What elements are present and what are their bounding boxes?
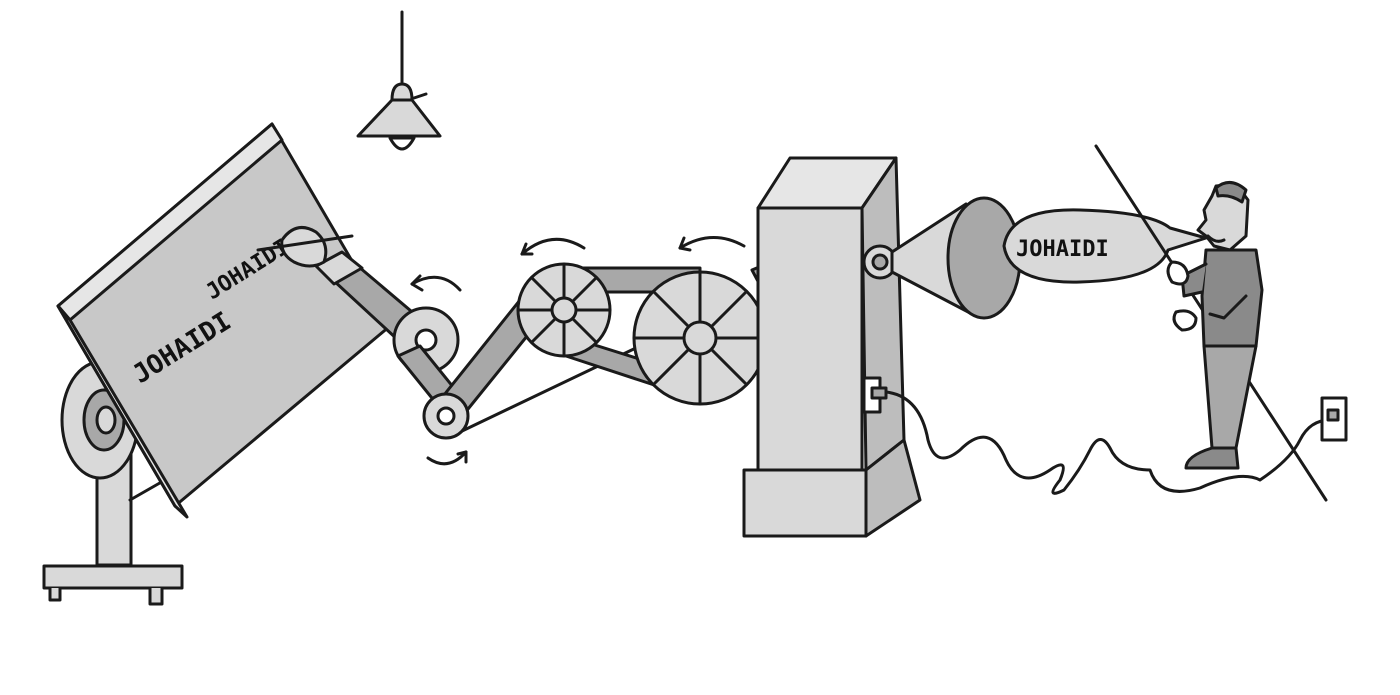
speech-bubble: JOHAIDI <box>1002 208 1208 284</box>
drawing-board: JOHAIDI JOHAIDI <box>56 122 392 519</box>
man-figure <box>1094 144 1328 502</box>
large-wheel <box>632 270 768 406</box>
voice-funnel <box>890 196 1022 320</box>
speech-text: JOHAIDI <box>1016 237 1109 262</box>
easel-stand <box>42 360 184 606</box>
hanging-lamp <box>356 10 442 151</box>
rotation-arrows <box>410 236 746 466</box>
power-cable <box>884 390 1348 495</box>
small-wheel <box>516 262 612 358</box>
machine-cabinet <box>742 156 922 538</box>
